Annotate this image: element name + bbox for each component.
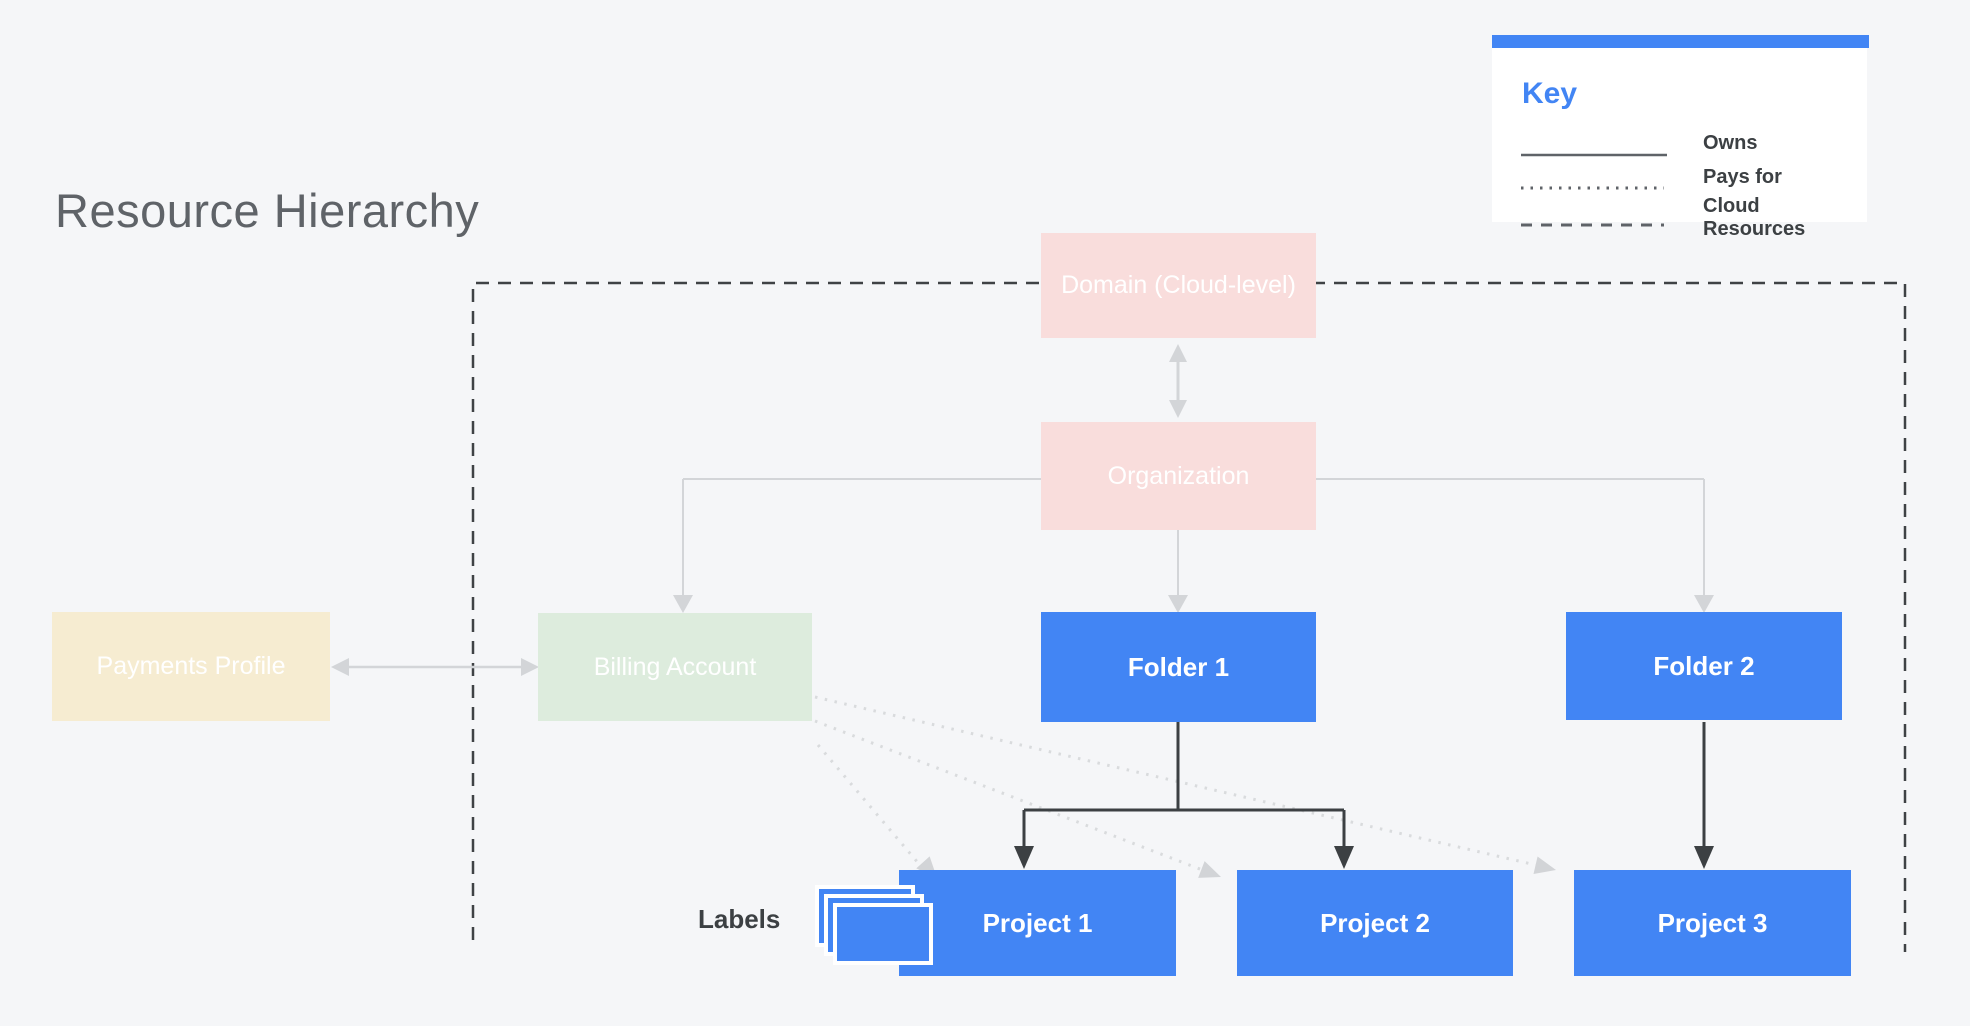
legend-heading: Key (1522, 77, 1578, 110)
legend-label-cloud-resources: Cloud Resources (1703, 195, 1806, 240)
legend-solid-line-icon (1521, 153, 1667, 157)
node-project-2: Project 2 (1237, 870, 1513, 976)
label-card-front (833, 903, 933, 965)
legend-label-owns: Owns (1703, 132, 1758, 154)
legend-label-pays-for: Pays for (1703, 166, 1782, 188)
node-domain: Domain (Cloud-level) (1041, 233, 1316, 338)
node-payments-profile: Payments Profile (52, 612, 330, 721)
node-project-1: Project 1 (899, 870, 1176, 976)
labels-caption: Labels (698, 904, 781, 934)
legend-dashed-line-icon (1521, 223, 1664, 227)
node-folder-2: Folder 2 (1566, 612, 1842, 720)
owns-connectors-dark (1014, 722, 1714, 869)
node-project-3: Project 3 (1574, 870, 1851, 976)
legend-dotted-line-icon (1521, 186, 1664, 190)
legend-accent-bar (1492, 35, 1869, 48)
page-title: Resource Hierarchy (55, 184, 480, 237)
labels-stack-icon (815, 885, 940, 972)
pays-for-connectors (814, 695, 1556, 878)
node-billing-account: Billing Account (538, 613, 812, 721)
legend-key-box: Key Owns Pays for Cloud Resources (1492, 35, 1869, 240)
node-folder-1: Folder 1 (1041, 612, 1316, 722)
node-organization: Organization (1041, 422, 1316, 530)
